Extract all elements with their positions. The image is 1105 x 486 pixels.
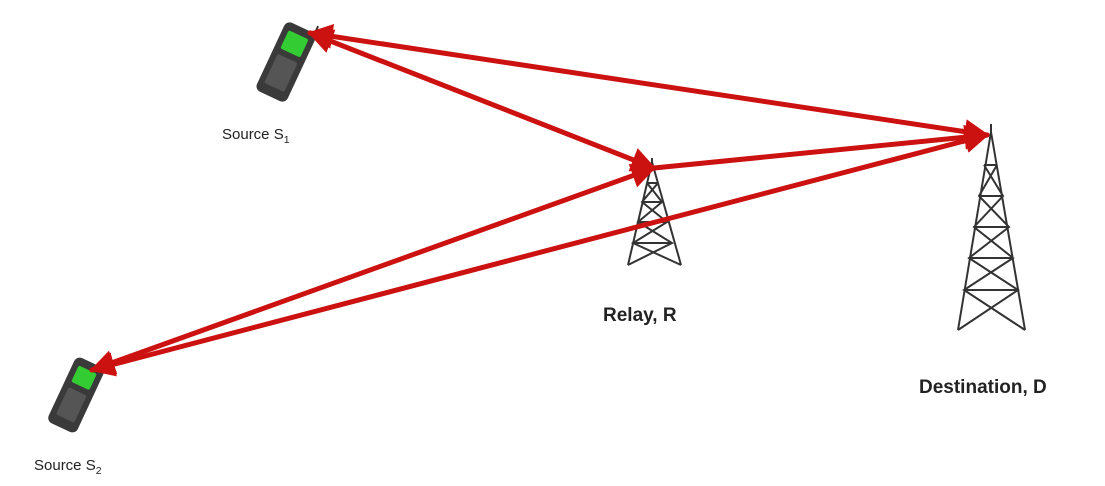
source-s1-label: Source S1 <box>222 126 290 146</box>
link-s2-relay <box>89 163 657 375</box>
link-s2-destination <box>89 128 990 377</box>
link-s1-destination <box>307 23 990 145</box>
source-s2-phone-icon <box>48 357 108 433</box>
source-s2-label: Source S2 <box>34 457 102 477</box>
source-s1-phone-icon <box>256 22 320 102</box>
destination-tower-icon <box>957 124 1026 331</box>
relay-label: Relay, R <box>603 305 677 326</box>
link-s1-relay <box>307 29 657 172</box>
link-relay-destination <box>651 124 990 171</box>
destination-label: Destination, D <box>919 377 1047 398</box>
